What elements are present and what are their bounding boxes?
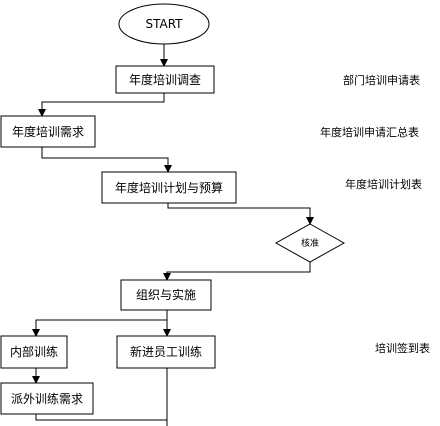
- doc-sign-in: 培训签到表: [375, 341, 430, 355]
- start-label: START: [145, 17, 183, 31]
- node-external-label: 派外训练需求: [11, 391, 83, 406]
- node-new-staff: 新进员工训练: [116, 335, 216, 369]
- node-plan: 年度培训计划与预算: [101, 171, 237, 204]
- node-external: 派外训练需求: [0, 382, 94, 415]
- doc-application-summary: 年度培训申请汇总表: [320, 125, 419, 139]
- doc-training-plan: 年度培训计划表: [345, 177, 422, 191]
- node-review: 核准: [274, 223, 346, 263]
- connector-review-organize: [163, 262, 311, 281]
- doc-dept-application: 部门培训申请表: [343, 73, 420, 87]
- node-organize-label: 组织与实施: [136, 287, 196, 302]
- connector-external-merge: [35, 414, 167, 421]
- connector-needs-plan: [41, 147, 172, 173]
- node-new-staff-label: 新进员工训练: [130, 344, 202, 359]
- connector-organize-branch: [32, 310, 168, 337]
- node-needs: 年度培训需求: [0, 115, 96, 148]
- node-organize: 组织与实施: [120, 279, 212, 311]
- connectors: [32, 44, 314, 426]
- node-survey-label: 年度培训调查: [129, 72, 201, 87]
- connector-survey-needs: [38, 93, 165, 117]
- connector-plan-review: [167, 203, 314, 225]
- node-plan-label: 年度培训计划与预算: [115, 180, 223, 195]
- node-needs-label: 年度培训需求: [12, 124, 84, 139]
- node-internal-label: 内部训练: [10, 344, 58, 359]
- node-survey: 年度培训调查: [115, 65, 215, 94]
- node-internal: 内部训练: [0, 335, 68, 369]
- node-review-label: 核准: [301, 237, 319, 249]
